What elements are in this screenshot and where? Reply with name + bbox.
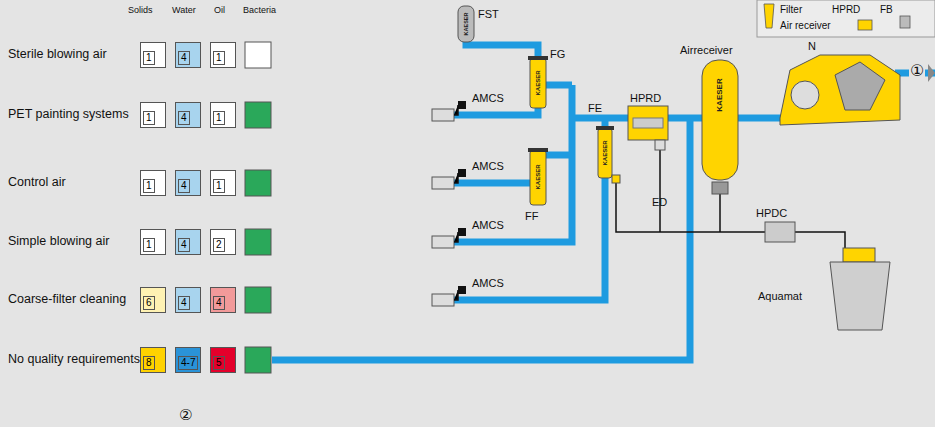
row-label: Coarse-filter cleaning — [8, 293, 126, 307]
brand-mark: KAESER — [535, 164, 542, 189]
class-number: 4 — [178, 179, 190, 193]
quality-class-box: 4 — [175, 170, 201, 196]
column-header: Water — [172, 6, 196, 16]
row-label: Simple blowing air — [8, 235, 109, 249]
quality-class-box: 6 — [140, 287, 166, 313]
row-label: No quality requirements — [8, 353, 140, 367]
class-number: 1 — [213, 111, 225, 125]
quality-class-box: 1 — [210, 42, 236, 68]
class-number: 1 — [143, 238, 155, 252]
quality-class-box: 4 — [210, 287, 236, 313]
legend-text: Filter — [780, 4, 802, 15]
quality-class-box: 1 — [140, 102, 166, 128]
quality-class-box: 4 — [175, 102, 201, 128]
callout-number: ① — [909, 62, 925, 80]
class-number: 1 — [143, 111, 155, 125]
class-number: 1 — [143, 51, 155, 65]
brand-mark: KAESER — [463, 13, 469, 36]
column-header: Oil — [214, 6, 225, 16]
class-number: 1 — [213, 51, 225, 65]
class-number: 4-7 — [178, 356, 198, 370]
legend-text: Air receiver — [780, 20, 831, 31]
brand-mark: KAESER — [716, 78, 725, 111]
class-number: 8 — [143, 356, 155, 370]
class-number: 4 — [178, 238, 190, 252]
component-label: N — [808, 40, 816, 52]
class-number: 4 — [178, 296, 190, 310]
quality-class-box: 4 — [175, 229, 201, 255]
component-label: ED — [652, 196, 667, 208]
callout-number: ② — [179, 407, 192, 424]
class-number: 2 — [213, 238, 225, 252]
component-label: FG — [550, 48, 565, 60]
class-number: 1 — [213, 179, 225, 193]
component-label: FST — [478, 8, 499, 20]
quality-class-box: 1 — [140, 229, 166, 255]
component-label: Aquamat — [758, 290, 802, 302]
brand-mark: KAESER — [602, 140, 609, 165]
component-label: Airreceiver — [680, 44, 733, 56]
quality-class-box: 4 — [175, 42, 201, 68]
quality-class-box: 1 — [140, 170, 166, 196]
class-number: 5 — [213, 356, 225, 370]
component-label: AMCS — [472, 277, 504, 289]
class-number: 1 — [143, 179, 155, 193]
component-label: FE — [588, 102, 602, 114]
component-label: HPDC — [756, 207, 787, 219]
quality-class-box: 1 — [210, 170, 236, 196]
class-number: 4 — [178, 51, 190, 65]
component-label: AMCS — [472, 160, 504, 172]
quality-class-box: 1 — [210, 102, 236, 128]
row-label: PET painting systems — [8, 108, 129, 122]
class-number: 4 — [178, 111, 190, 125]
component-label: AMCS — [472, 219, 504, 231]
class-number: 4 — [213, 296, 225, 310]
legend-text: HPRD — [832, 4, 860, 15]
row-label: Control air — [8, 176, 66, 190]
brand-mark: KAESER — [535, 70, 542, 95]
quality-class-box: 8 — [140, 347, 166, 373]
column-header: Solids — [128, 6, 153, 16]
quality-class-box: 2 — [210, 229, 236, 255]
component-label: HPRD — [630, 92, 661, 104]
quality-class-box: 1 — [140, 42, 166, 68]
quality-class-box: 4 — [175, 287, 201, 313]
class-number: 6 — [143, 296, 155, 310]
column-header: Bacteria — [243, 6, 276, 16]
component-label: FF — [525, 210, 538, 222]
quality-class-box: 4-7 — [175, 347, 201, 373]
quality-class-box: 5 — [210, 347, 236, 373]
row-label: Sterile blowing air — [8, 48, 107, 62]
legend-text: FB — [880, 4, 893, 15]
component-label: AMCS — [472, 92, 504, 104]
